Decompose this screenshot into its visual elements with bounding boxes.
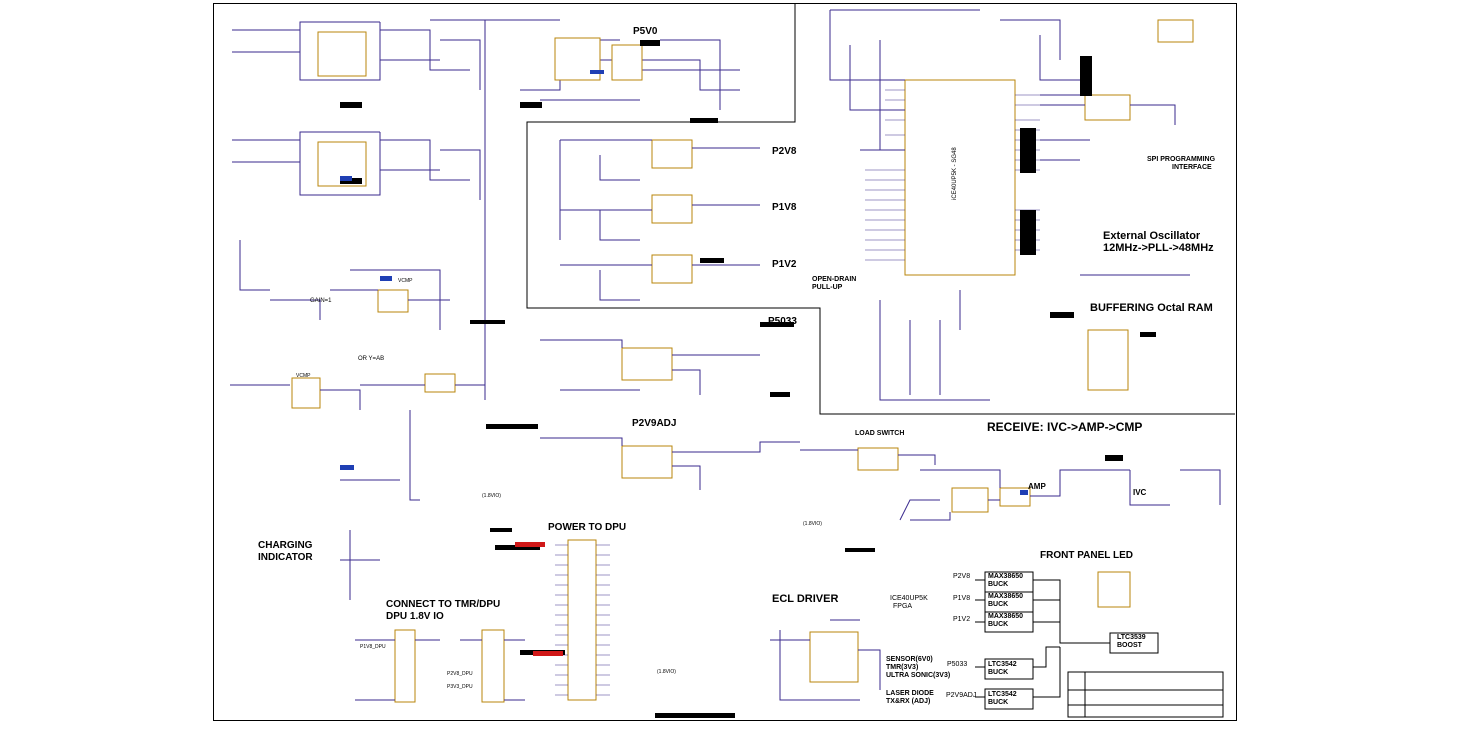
bd-sensor-line3: ULTRA SONIC(3V3) <box>886 672 951 679</box>
region-dividers <box>526 3 1235 415</box>
bd-sensor-line1: SENSOR(6V0) <box>886 656 933 663</box>
bd-buck-1: MAX38650 BUCK <box>988 573 1024 588</box>
bd-buck-3: MAX38650 BUCK <box>988 613 1024 628</box>
charger-wiring <box>232 19 740 400</box>
connect-tmr-line1: CONNECT TO TMR/DPU <box>386 599 501 610</box>
gain-label: GAIN=1 <box>310 298 332 304</box>
bd-ltc-a: LTC3542 BUCK <box>988 661 1017 676</box>
highlight-marks <box>340 70 1028 656</box>
ext-osc-line1: External Oscillator <box>1103 230 1201 242</box>
p2v8-label: P2V8 <box>772 146 797 157</box>
p5v0-label: P5V0 <box>633 26 658 37</box>
io18-label-a: (1.8VIO) <box>482 493 501 499</box>
io18-label-b: (1.8VIO) <box>803 521 822 527</box>
ext-osc-label: External Oscillator 12MHz->PLL->48MHz <box>1103 230 1214 254</box>
bd-buck-2: MAX38650 BUCK <box>988 593 1024 608</box>
ext-osc-line2: 12MHz->PLL->48MHz <box>1103 242 1214 254</box>
vcmp-label-top: VCMP <box>398 278 413 284</box>
bd-laser-line2: TX&RX (ADJ) <box>886 698 931 705</box>
p1v2-label: P1V2 <box>772 259 797 270</box>
front-led-label: FRONT PANEL LED <box>1040 550 1133 561</box>
charging-line2: INDICATOR <box>258 552 313 563</box>
p5033-label: P5033 <box>768 316 797 327</box>
bd-laser: LASER DIODE TX&RX (ADJ) <box>886 690 934 706</box>
connect-tmr-line2: DPU 1.8V IO <box>386 611 444 622</box>
bd-rail-p1v8: P1V8 <box>953 595 971 602</box>
block-diagram-lines <box>975 579 1224 718</box>
bd-p2v9adj: P2V9ADJ <box>946 692 977 699</box>
charging-line1: CHARGING <box>258 540 313 551</box>
receive-label: RECEIVE: IVC->AMP->CMP <box>987 420 1143 434</box>
p3v3-dpu-label: P3V3_DPU <box>447 684 473 690</box>
fpga-chip-label: iCE40UP5K - SG48 <box>952 147 958 200</box>
bd-fpga-line1: ICE40UP5K <box>890 595 928 602</box>
load-switch-label: LOAD SWITCH <box>855 430 905 437</box>
chip-bodies <box>291 19 1194 703</box>
bd-sensor: SENSOR(6V0) TMR(3V3) ULTRA SONIC(3V3) <box>886 656 950 680</box>
bd-rail-p2v8: P2V8 <box>953 573 971 580</box>
schematic-sheet <box>213 3 1237 721</box>
bd-ltc-b: LTC3542 BUCK <box>988 691 1017 706</box>
bd-boost: LTC3539 BOOST <box>1117 634 1157 650</box>
fpga-wiring <box>829 9 1190 401</box>
p1v8-label: P1V8 <box>772 202 797 213</box>
spi-prog-line1: SPI PROGRAMMING <box>1147 156 1216 163</box>
ivc-label: IVC <box>1133 488 1147 497</box>
lower-left-wiring <box>230 240 881 701</box>
octal-ram-label: BUFFERING Octal RAM <box>1090 302 1213 314</box>
power-dpu-label: POWER TO DPU <box>548 522 627 533</box>
bd-laser-line1: LASER DIODE <box>886 690 934 697</box>
p1v8-dpu-label: P1V8_DPU <box>360 644 386 650</box>
vcmp-label-bottom: VCMP <box>296 373 311 379</box>
p2v9adj-label: P2V9ADJ <box>632 418 677 429</box>
open-drain-label: OPEN-DRAIN PULL-UP <box>812 276 856 292</box>
ecl-driver-label: ECL DRIVER <box>772 593 839 605</box>
bd-sensor-line2: TMR(3V3) <box>886 664 919 671</box>
open-drain-line2: PULL-UP <box>812 284 843 291</box>
spi-prog-line2: INTERFACE <box>1172 164 1212 171</box>
bd-p5033: P5033 <box>947 661 968 668</box>
bd-rail-p1v2: P1V2 <box>953 616 971 623</box>
open-drain-line1: OPEN-DRAIN <box>812 276 857 283</box>
bd-boost-line2: BOOST <box>1117 642 1142 649</box>
block-boxes <box>984 571 1159 710</box>
io18-label-c: (1.8VIO) <box>657 669 676 675</box>
bd-fpga: ICE40UP5K FPGA <box>890 595 928 611</box>
bd-fpga-line2: FPGA <box>893 603 913 610</box>
amp-label: AMP <box>1028 482 1046 491</box>
p2v8-dpu-label: P2V8_DPU <box>447 671 473 677</box>
spi-prog-label: SPI PROGRAMMING INTERFACE <box>1147 156 1215 172</box>
rail-wiring <box>540 139 1221 521</box>
bd-boost-line1: LTC3539 <box>1117 634 1146 641</box>
charging-indicator-label: CHARGING INDICATOR <box>258 540 313 564</box>
or-gate-label: OR Y=AB <box>358 356 385 362</box>
connect-tmr-label: CONNECT TO TMR/DPU DPU 1.8V IO <box>386 599 500 623</box>
